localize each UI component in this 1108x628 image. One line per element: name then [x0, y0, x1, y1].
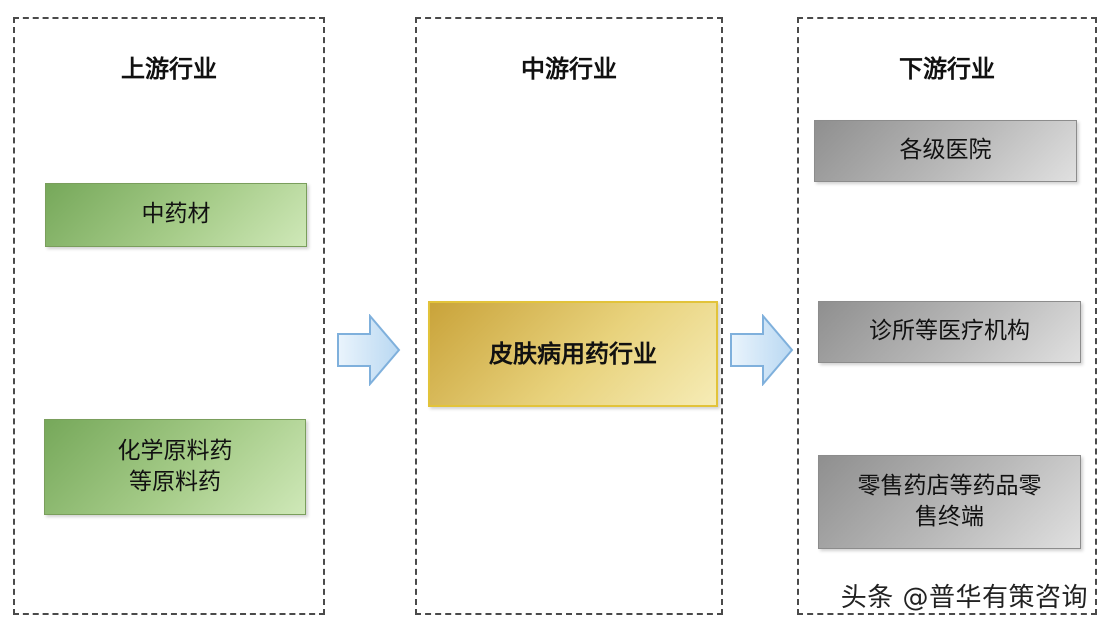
upstream-item-chemical-api: 化学原料药 等原料药	[44, 419, 306, 515]
upstream-title: 上游行业	[121, 55, 217, 83]
downstream-item-hospitals: 各级医院	[814, 120, 1077, 182]
watermark-text: 头条 @普华有策咨询	[840, 583, 1088, 613]
upstream-panel: 上游行业 中药材 化学原料药 等原料药	[13, 17, 325, 615]
downstream-item-clinics: 诊所等医疗机构	[818, 301, 1081, 363]
midstream-title: 中游行业	[521, 55, 617, 83]
midstream-item-dermatology-drugs: 皮肤病用药行业	[428, 301, 718, 407]
downstream-item-retail-pharmacies: 零售药店等药品零 售终端	[818, 455, 1081, 549]
upstream-item-herbs: 中药材	[45, 183, 307, 247]
midstream-panel: 中游行业 皮肤病用药行业	[415, 17, 723, 615]
right-arrow-icon	[730, 314, 794, 386]
right-arrow-icon	[337, 314, 401, 386]
downstream-title: 下游行业	[899, 55, 995, 83]
downstream-panel: 下游行业 各级医院 诊所等医疗机构 零售药店等药品零 售终端	[797, 17, 1097, 615]
